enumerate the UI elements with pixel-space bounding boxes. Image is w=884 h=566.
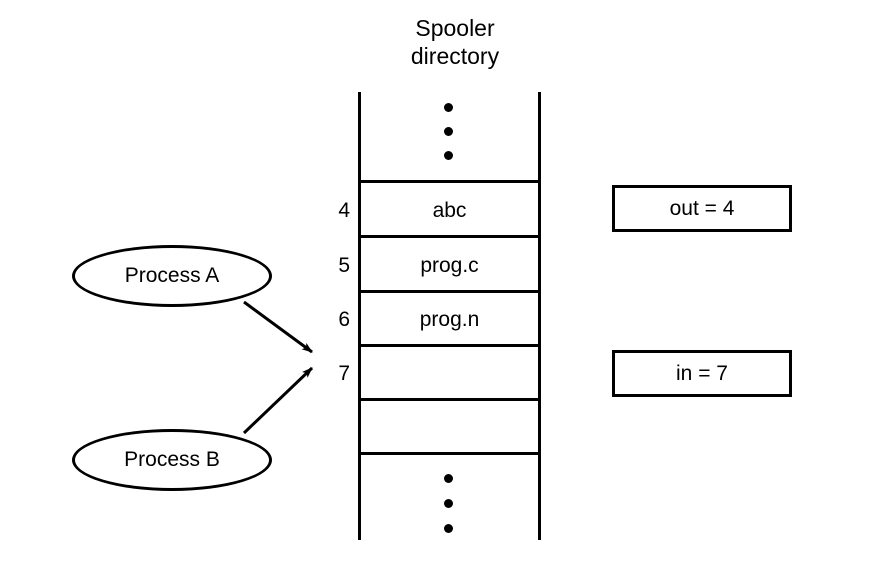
in-pointer-box: in = 7 (612, 350, 792, 397)
row-label-6: 6 (338, 308, 350, 331)
table-cell-entry-6: prog.n (419, 308, 480, 331)
table-cell-entry-5: prog.c (420, 254, 479, 277)
table-left-border (358, 92, 361, 540)
ellipsis-bottom-dot-1 (444, 474, 453, 483)
out-pointer-label: out = 4 (669, 196, 735, 220)
ellipsis-top-dot-3 (444, 151, 453, 160)
spooler-directory-table: abc prog.c prog.n (358, 92, 541, 540)
table-cell-entry-4: abc (432, 199, 467, 222)
diagram-title: Spooler directory (410, 15, 500, 69)
row-separator-5 (358, 398, 541, 401)
ellipsis-top-dot-1 (444, 103, 453, 112)
row-separator-6 (358, 452, 541, 455)
row-separator-4 (358, 344, 541, 347)
process-b-node: Process B (72, 429, 272, 491)
row-separator-1 (358, 180, 541, 183)
ellipsis-bottom-dot-2 (444, 499, 453, 508)
arrow-process-a-to-slot-7 (243, 300, 313, 354)
process-b-label: Process B (124, 448, 220, 471)
arrow-process-b-to-slot-7 (242, 366, 314, 435)
out-pointer-box: out = 4 (612, 185, 792, 232)
ellipsis-top-dot-2 (444, 127, 453, 136)
ellipsis-bottom-dot-3 (444, 524, 453, 533)
row-label-4: 4 (338, 199, 350, 222)
row-separator-3 (358, 290, 541, 293)
process-a-label: Process A (124, 264, 220, 287)
process-a-node: Process A (72, 245, 272, 307)
in-pointer-label: in = 7 (676, 361, 728, 385)
row-separator-2 (358, 235, 541, 238)
row-label-7: 7 (338, 362, 350, 385)
row-label-5: 5 (338, 254, 350, 277)
table-right-border (538, 92, 541, 540)
